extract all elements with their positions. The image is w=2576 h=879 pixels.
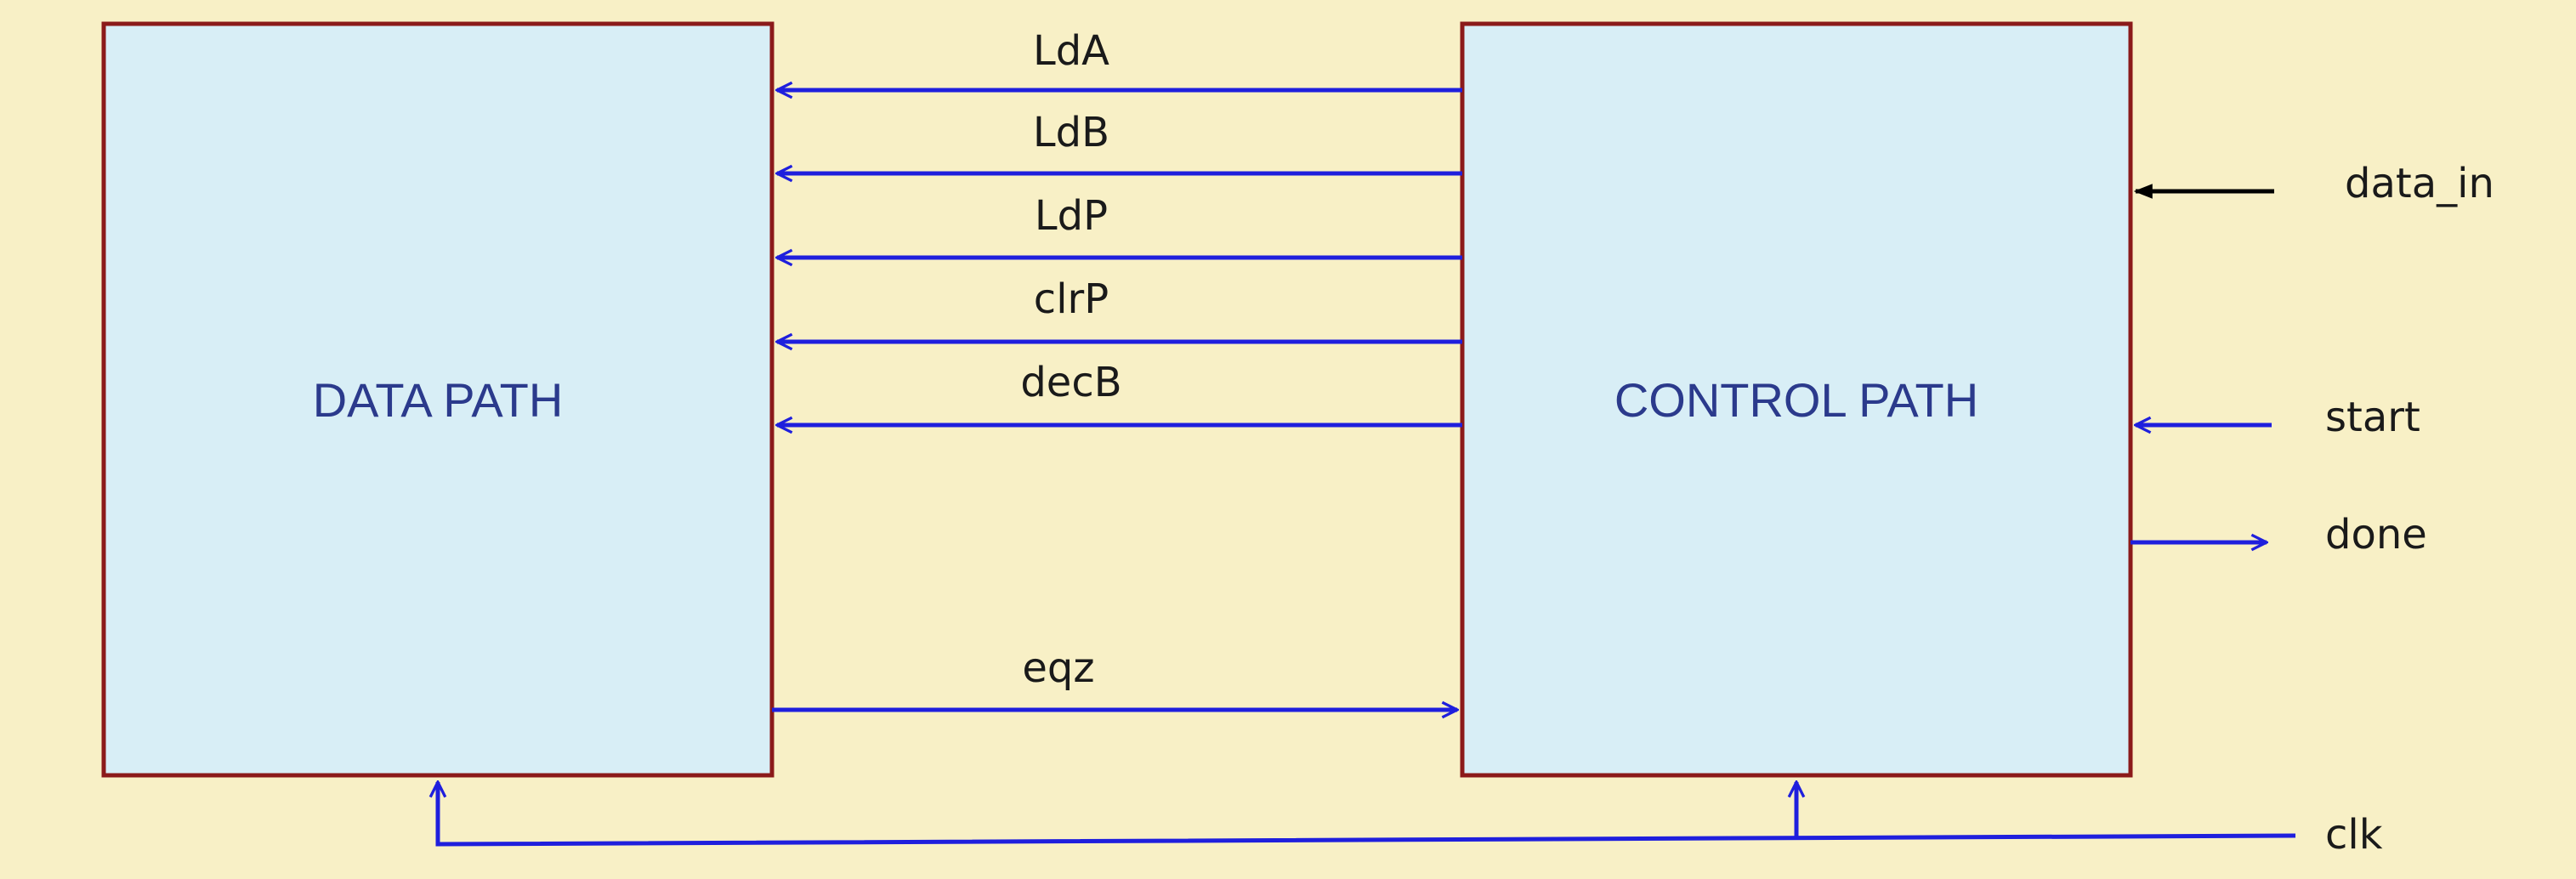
signal-label-data-in: data_in bbox=[2345, 160, 2494, 207]
signal-label-clrP: clrP bbox=[1034, 275, 1109, 323]
control-signal-clrP: clrP bbox=[777, 275, 1462, 342]
signal-label-ldB: LdB bbox=[1033, 109, 1109, 156]
input-start: start bbox=[2136, 394, 2420, 441]
signal-label-ldP: LdP bbox=[1035, 192, 1108, 240]
input-data-in: data_in bbox=[2133, 160, 2494, 207]
output-done: done bbox=[2131, 511, 2427, 559]
datapath-label: DATA PATH bbox=[313, 373, 564, 427]
controlpath-label: CONTROL PATH bbox=[1614, 373, 1978, 427]
signal-label-clk: clk bbox=[2325, 811, 2383, 859]
signal-label-done: done bbox=[2325, 511, 2427, 559]
datapath-block: DATA PATH bbox=[101, 21, 775, 778]
signal-label-decB: decB bbox=[1020, 359, 1121, 406]
clock-line: clk bbox=[438, 782, 2383, 859]
status-signal-eqz: eqz bbox=[772, 644, 1457, 710]
control-signal-ldP: LdP bbox=[777, 192, 1462, 258]
signal-label-start: start bbox=[2325, 394, 2420, 441]
control-signal-ldB: LdB bbox=[777, 109, 1462, 173]
signal-label-eqz: eqz bbox=[1022, 644, 1094, 692]
control-signal-ldA: LdA bbox=[777, 27, 1462, 90]
signal-label-ldA: LdA bbox=[1033, 27, 1109, 75]
control-signal-decB: decB bbox=[777, 359, 1462, 425]
controlpath-block: CONTROL PATH bbox=[1460, 21, 2133, 778]
